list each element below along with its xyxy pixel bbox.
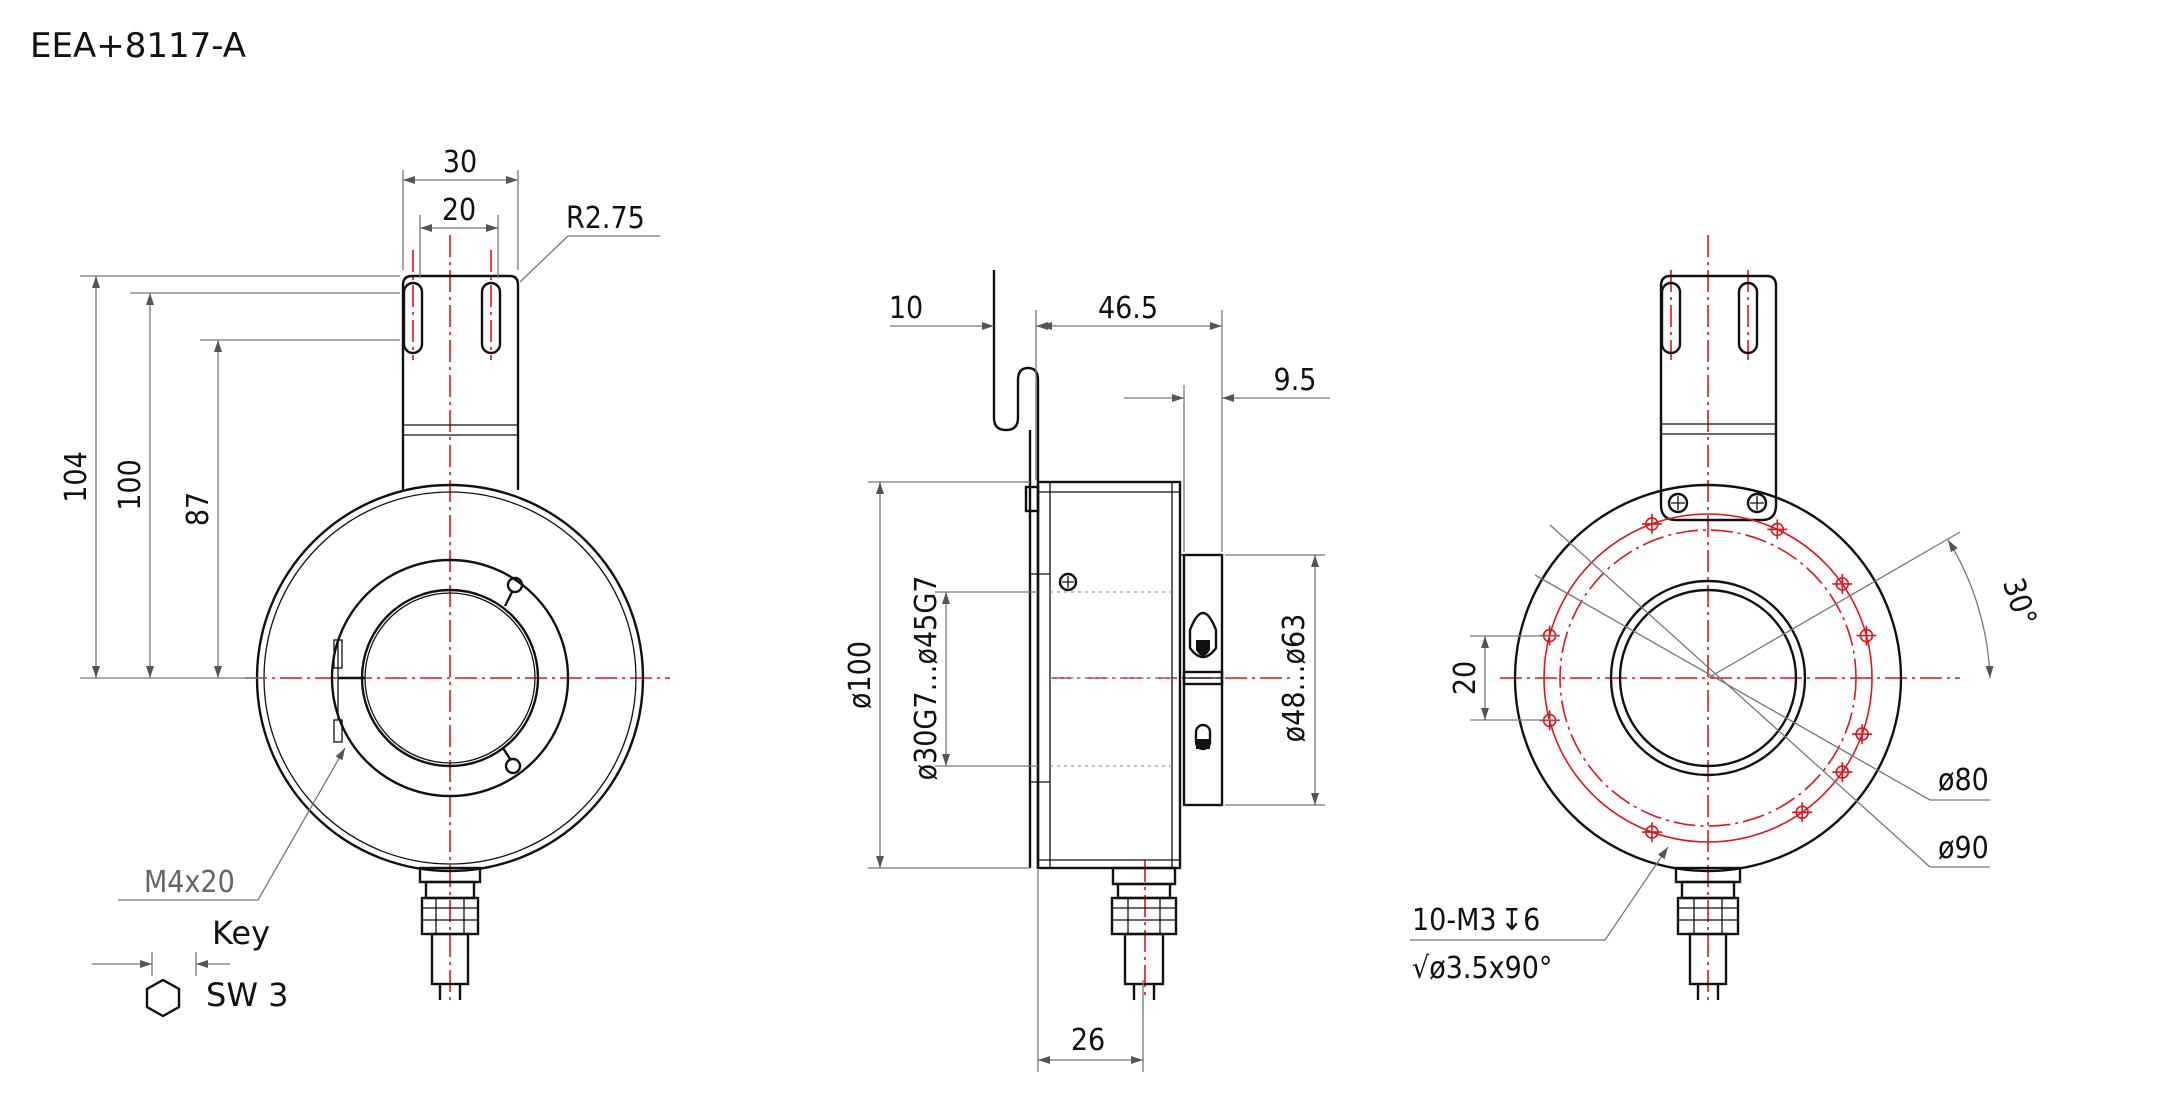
dim-100: 100 [113, 459, 148, 511]
mounting-hole-cross [1641, 513, 1662, 534]
right-dimensions [1410, 524, 1994, 941]
dim-10: 10 [889, 291, 923, 326]
dim-46-5: 46.5 [1098, 291, 1158, 326]
drawing-title: EEA+8117-A [30, 26, 247, 66]
dim-d100: ø100 [843, 641, 878, 709]
clamp-ring [1180, 553, 1224, 807]
cable-gland-middle [1110, 866, 1178, 1000]
dim-30-degrees: 30° [1995, 574, 2043, 630]
holes-label: 10-M3↧6 [1412, 903, 1540, 938]
mounting-hole-cross [1641, 822, 1662, 843]
screw-label: M4x20 [144, 865, 235, 900]
right-view: 30° 20 ø80 ø90 10-M3↧6 √ø3.5x90° [1410, 235, 2043, 1000]
dim-30: 30 [443, 145, 477, 180]
dim-20-top: 20 [442, 193, 476, 228]
left-view: 30 20 R2.75 104 100 87 M4x20 Key SW 3 [59, 145, 670, 1018]
dim-104: 104 [59, 451, 94, 503]
hex-key-icon [145, 978, 181, 1018]
dim-bore: ø30G7…ø45G7 [909, 576, 944, 781]
sw-label: SW 3 [206, 976, 288, 1014]
mounting-holes [1539, 513, 1877, 843]
dim-r275: R2.75 [566, 201, 645, 236]
left-dimensions [80, 170, 660, 1018]
dim-clamp: ø48…ø63 [1277, 614, 1312, 743]
encoder-body-side [1024, 480, 1182, 870]
cable-gland-left [418, 866, 482, 1000]
mounting-bracket [401, 274, 520, 490]
spring-plate [992, 270, 1040, 868]
mounting-hole-cross [1832, 573, 1853, 594]
dim-d90: ø90 [1938, 831, 1989, 866]
mounting-hole-cross [1852, 724, 1873, 745]
mounting-bracket-right [1659, 274, 1778, 522]
middle-view: 10 46.5 9.5 ø100 ø30G7…ø45G7 ø48…ø63 26 [843, 270, 1330, 1072]
dim-26: 26 [1071, 1023, 1105, 1058]
mounting-hole-cross [1856, 625, 1877, 646]
dim-20-right: 20 [1448, 661, 1483, 695]
dim-d80: ø80 [1938, 763, 1989, 798]
middle-dimensions [868, 310, 1330, 1072]
chamfer-label: √ø3.5x90° [1412, 951, 1552, 986]
mounting-hole-cross [1832, 762, 1853, 783]
key-label: Key [212, 914, 270, 952]
cable-gland-right [1674, 866, 1742, 1000]
dim-87: 87 [181, 492, 216, 526]
encoder-body-back [1513, 483, 1903, 873]
dim-9-5: 9.5 [1274, 363, 1317, 398]
mounting-hole-cross [1767, 519, 1788, 540]
mounting-hole-cross [1792, 802, 1813, 823]
